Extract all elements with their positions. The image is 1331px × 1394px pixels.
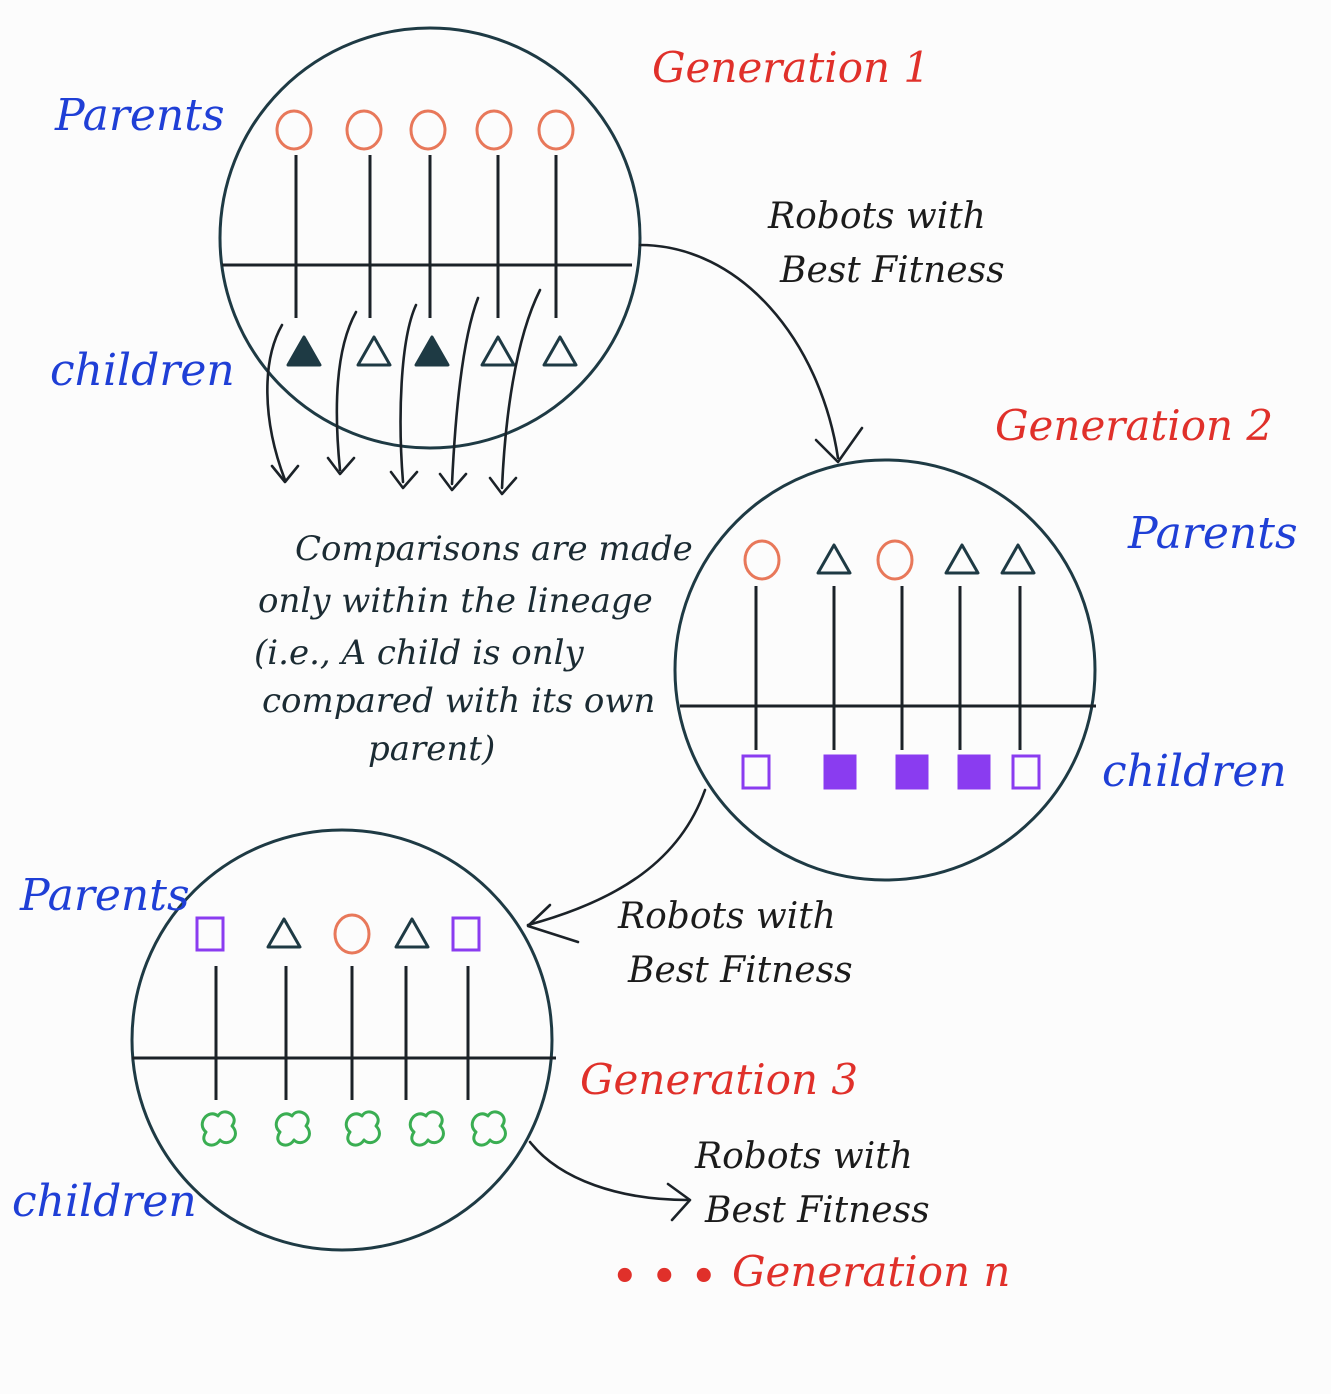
comparison-note-line4: compared with its own — [262, 681, 655, 721]
green-blob-icon — [408, 1110, 445, 1147]
generation-2-parents-label: Parents — [1127, 508, 1298, 559]
green-blob-icon — [470, 1110, 507, 1147]
generation-2-children — [741, 754, 1041, 790]
outline-triangle-icon — [816, 543, 852, 575]
comparison-arrowhead — [389, 470, 419, 490]
orange-circle-icon — [743, 539, 781, 581]
outline-triangle-icon — [356, 335, 392, 367]
generation-3-children-label: children — [12, 1176, 197, 1227]
outline-triangle-icon — [394, 917, 430, 949]
orange-circle-icon — [876, 539, 914, 581]
transition-arrowhead — [666, 1182, 692, 1222]
filled-square-icon — [895, 754, 929, 790]
comparison-note: Comparisons are made only within the lin… — [254, 529, 693, 769]
comparison-arrow — [399, 303, 418, 484]
generation-2-title: Generation 2 — [995, 401, 1273, 450]
generation-1-lineage-lines — [294, 155, 558, 318]
comparison-arrow — [266, 323, 287, 482]
filled-triangle-icon — [286, 335, 322, 367]
outline-triangle-icon — [542, 335, 578, 367]
green-blob-icon — [344, 1110, 381, 1147]
generation-3-parents — [195, 913, 481, 955]
comparison-note-line5: parent) — [368, 729, 495, 769]
generation-2-parents — [743, 539, 1036, 581]
generation-1-circle — [218, 26, 642, 450]
ellipsis-dots: • • • — [612, 1254, 717, 1300]
outline-triangle-icon — [1000, 543, 1036, 575]
comparison-arrowhead — [438, 472, 468, 492]
comparison-note-line3: (i.e., A child is only — [254, 633, 584, 673]
generation-1-children — [286, 335, 578, 367]
transition-arrow-3: Robots with Best Fitness — [528, 1136, 930, 1231]
orange-circle-icon — [537, 109, 575, 151]
transition-arrowhead — [526, 903, 580, 944]
generation-1-title: Generation 1 — [652, 43, 930, 92]
comparison-note-line2: only within the lineage — [258, 581, 653, 621]
green-blob-icon — [200, 1110, 237, 1147]
generation-2-children-label: children — [1102, 746, 1287, 797]
generation-2-circle — [673, 458, 1097, 882]
generation-3-lineage-lines — [214, 966, 470, 1100]
generation-1-parents — [275, 109, 575, 151]
transition-3-label-line1: Robots with — [694, 1136, 913, 1177]
outline-square-icon — [195, 916, 225, 952]
outline-square-icon — [451, 916, 481, 952]
generation-3-group: Generation 3 Parents children — [12, 828, 858, 1252]
comparison-arrowhead — [326, 456, 356, 476]
transition-1-label-line2: Best Fitness — [779, 250, 1005, 291]
comparison-note-line1: Comparisons are made — [295, 529, 693, 569]
generation-3-children — [200, 1110, 507, 1147]
generation-2-group: Generation 2 Parents children — [673, 401, 1298, 882]
generation-3-circle — [130, 828, 554, 1252]
comparison-arrow — [335, 310, 358, 472]
transition-arrow-2: Robots with Best Fitness — [526, 788, 853, 991]
outline-square-icon — [741, 754, 771, 790]
comparison-arrow — [500, 288, 542, 490]
generation-1-children-label: children — [50, 345, 235, 396]
filled-triangle-icon — [414, 335, 450, 367]
generation-n-group: • • • Generation n — [612, 1247, 1010, 1300]
outline-square-icon — [1011, 754, 1041, 790]
green-blob-icon — [274, 1110, 311, 1147]
transition-3-label-line2: Best Fitness — [704, 1190, 930, 1231]
generation-3-parents-label: Parents — [19, 870, 190, 921]
transition-2-label-line1: Robots with — [617, 896, 836, 937]
transition-arrow-1: Robots with Best Fitness — [638, 196, 1005, 464]
transition-1-label-line1: Robots with — [767, 196, 986, 237]
orange-circle-icon — [275, 109, 313, 151]
comparison-arrowhead — [488, 476, 518, 496]
comparison-arrow — [450, 296, 480, 486]
outline-triangle-icon — [480, 335, 516, 367]
generation-1-parents-label: Parents — [54, 90, 225, 141]
comparison-arrows — [266, 288, 542, 496]
generation-1-group: Generation 1 Parents children — [50, 26, 930, 496]
transition-arrow-path — [528, 1140, 690, 1202]
outline-triangle-icon — [266, 917, 302, 949]
orange-circle-icon — [409, 109, 447, 151]
transition-arrow-path — [526, 788, 707, 927]
filled-square-icon — [957, 754, 991, 790]
orange-circle-icon — [333, 913, 371, 955]
filled-square-icon — [823, 754, 857, 790]
outline-triangle-icon — [944, 543, 980, 575]
generation-2-lineage-lines — [754, 586, 1022, 750]
orange-circle-icon — [345, 109, 383, 151]
generation-3-title: Generation 3 — [580, 1055, 858, 1104]
orange-circle-icon — [475, 109, 513, 151]
comparison-arrowhead — [270, 464, 300, 484]
transition-arrow-path — [638, 243, 840, 460]
transition-arrowhead — [814, 426, 864, 464]
generation-n-title: Generation n — [732, 1247, 1010, 1296]
transition-2-label-line2: Best Fitness — [627, 950, 853, 991]
